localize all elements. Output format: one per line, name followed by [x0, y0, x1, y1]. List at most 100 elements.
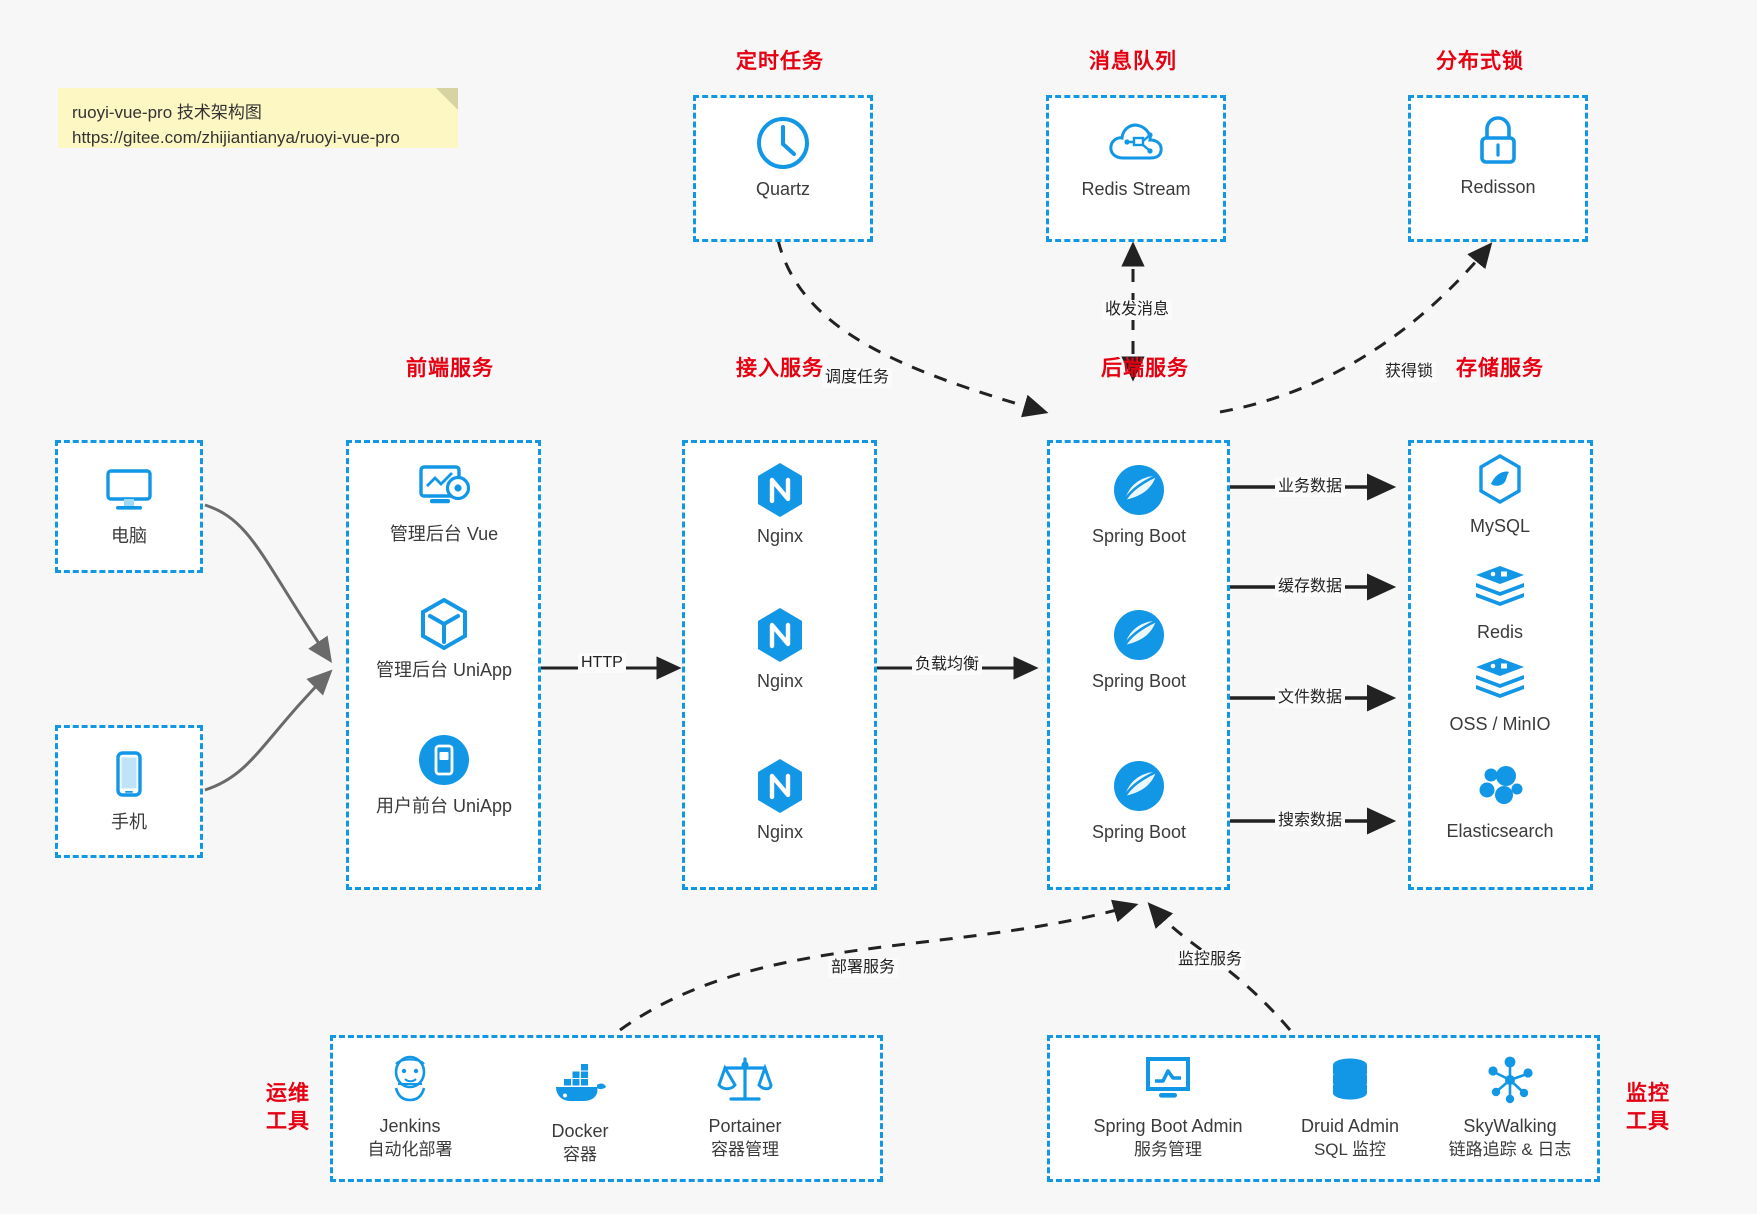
node-label: 电脑 [111, 526, 147, 546]
desktop-monitor-icon [49, 462, 209, 518]
edge-label-schedule-task: 调度任务 [822, 368, 893, 388]
group-box-backend [1047, 440, 1230, 890]
node-sublabel: 容器管理 [711, 1140, 779, 1159]
diagram-note: ruoyi-vue-pro 技术架构图 https://gitee.com/zh… [58, 88, 458, 148]
node-spring-boot-3[interactable]: Spring Boot [1059, 758, 1219, 844]
mysql-icon [1420, 452, 1580, 508]
group-box-frontend [346, 440, 541, 890]
group-box-message-queue [1046, 95, 1226, 242]
group-title-monitoring-line2: 工具 [1626, 1110, 1670, 1133]
clock-icon [703, 115, 863, 171]
node-label: 用户前台 UniApp [375, 796, 513, 816]
node-nginx-3[interactable]: Nginx [700, 758, 860, 844]
node-sublabel: 自动化部署 [367, 1140, 453, 1159]
node-label: Nginx [756, 671, 804, 691]
node-redis[interactable]: Redis [1420, 558, 1580, 644]
skywalking-icon [1420, 1052, 1600, 1108]
node-label: Redisson [1460, 177, 1536, 197]
nginx-icon [700, 758, 860, 814]
edge-label-acquire-lock: 获得锁 [1382, 362, 1437, 382]
node-spring-boot-1[interactable]: Spring Boot [1059, 462, 1219, 548]
node-spring-boot-2[interactable]: Spring Boot [1059, 607, 1219, 693]
node-jenkins[interactable]: Jenkins 自动化部署 [330, 1052, 490, 1161]
note-fold-corner [436, 88, 458, 110]
node-elasticsearch[interactable]: Elasticsearch [1420, 757, 1580, 843]
group-title-distributed-lock: 分布式锁 [1436, 50, 1524, 73]
node-label: Nginx [756, 822, 804, 842]
docker-icon [500, 1057, 660, 1113]
node-label: Portainer [708, 1116, 782, 1136]
lock-icon [1418, 113, 1578, 169]
node-portainer[interactable]: Portainer 容器管理 [665, 1052, 825, 1161]
node-label: MySQL [1469, 516, 1530, 536]
node-redis-stream[interactable]: Redis Stream [1056, 115, 1216, 201]
group-title-devops: 运维 工具 [258, 1080, 318, 1136]
group-title-gateway: 接入服务 [736, 357, 824, 380]
group-title-message-queue: 消息队列 [1089, 50, 1177, 73]
edge-label-business-data: 业务数据 [1275, 477, 1346, 497]
spring-boot-icon [1059, 758, 1219, 814]
node-sublabel: 链路追踪 & 日志 [1448, 1140, 1572, 1159]
group-title-frontend: 前端服务 [406, 357, 494, 380]
node-label: Docker [551, 1121, 609, 1141]
group-title-devops-line1: 运维 [266, 1082, 310, 1105]
node-label: OSS / MinIO [1449, 714, 1551, 734]
group-box-scheduled-task [693, 95, 873, 242]
elasticsearch-icon [1420, 757, 1580, 813]
monitor-chart-icon [1068, 1052, 1268, 1108]
edge-label-http: HTTP [578, 653, 626, 673]
group-title-monitoring-line1: 监控 [1626, 1082, 1670, 1105]
edge-label-cache-data: 缓存数据 [1275, 577, 1346, 597]
node-docker[interactable]: Docker 容器 [500, 1057, 660, 1166]
node-user-uniapp[interactable]: 用户前台 UniApp [364, 732, 524, 818]
group-title-monitoring: 监控 工具 [1618, 1080, 1678, 1136]
edge-label-file-data: 文件数据 [1275, 688, 1346, 708]
jenkins-icon [330, 1052, 490, 1108]
oss-minio-icon [1420, 650, 1580, 706]
spring-boot-icon [1059, 462, 1219, 518]
group-title-devops-line2: 工具 [266, 1110, 310, 1133]
node-label: Spring Boot [1091, 671, 1187, 691]
node-sublabel: SQL 监控 [1313, 1140, 1387, 1159]
node-quartz[interactable]: Quartz [703, 115, 863, 201]
group-box-devops [330, 1035, 883, 1182]
group-title-storage: 存储服务 [1456, 357, 1544, 380]
group-title-scheduled-task: 定时任务 [736, 50, 824, 73]
node-nginx-2[interactable]: Nginx [700, 607, 860, 693]
node-computer[interactable]: 电脑 [49, 462, 209, 548]
node-mysql[interactable]: MySQL [1420, 452, 1580, 538]
node-nginx-1[interactable]: Nginx [700, 462, 860, 548]
edge-label-deploy-service: 部署服务 [828, 958, 899, 978]
node-phone[interactable]: 手机 [49, 748, 209, 834]
redis-icon [1420, 558, 1580, 614]
node-label: Spring Boot [1091, 822, 1187, 842]
nginx-icon [700, 607, 860, 663]
node-label: Spring Boot Admin [1093, 1116, 1243, 1136]
node-label: Elasticsearch [1446, 821, 1554, 841]
node-label: Nginx [756, 526, 804, 546]
cloud-network-icon [1056, 115, 1216, 171]
node-label: Druid Admin [1300, 1116, 1400, 1136]
node-label: Redis [1476, 622, 1524, 642]
node-druid-admin[interactable]: Druid Admin SQL 监控 [1270, 1052, 1430, 1161]
node-admin-vue[interactable]: 管理后台 Vue [364, 460, 524, 546]
node-admin-uniapp[interactable]: 管理后台 UniApp [364, 596, 524, 682]
portainer-scale-icon [665, 1052, 825, 1108]
node-skywalking[interactable]: SkyWalking 链路追踪 & 日志 [1420, 1052, 1600, 1161]
node-label: Quartz [755, 179, 811, 199]
node-label: Spring Boot [1091, 526, 1187, 546]
smartphone-icon [49, 748, 209, 804]
nginx-icon [700, 462, 860, 518]
node-sublabel: 服务管理 [1134, 1140, 1202, 1159]
node-oss-minio[interactable]: OSS / MinIO [1420, 650, 1580, 736]
node-label: 管理后台 Vue [389, 524, 499, 544]
edge-label-load-balance: 负载均衡 [912, 655, 983, 675]
node-redisson[interactable]: Redisson [1418, 113, 1578, 199]
node-spring-boot-admin[interactable]: Spring Boot Admin 服务管理 [1068, 1052, 1268, 1161]
edge-label-monitor-service: 监控服务 [1175, 950, 1246, 970]
group-title-backend: 后端服务 [1101, 357, 1189, 380]
node-label: SkyWalking [1463, 1116, 1557, 1136]
note-url: https://gitee.com/zhijiantianya/ruoyi-vu… [72, 128, 400, 147]
node-label: Jenkins [379, 1116, 441, 1136]
